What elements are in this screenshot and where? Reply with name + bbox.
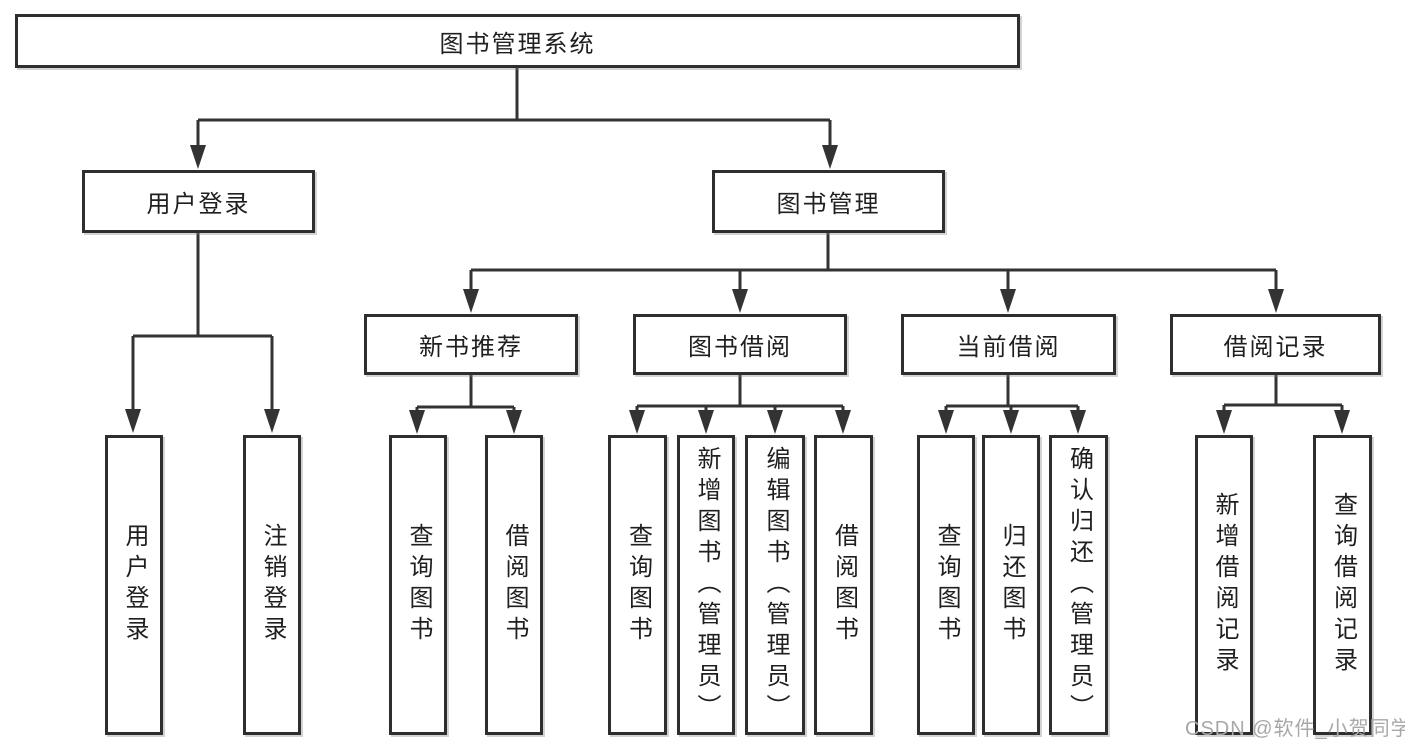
node-user-login-label: 用户登录 — [146, 191, 251, 218]
leaf-borrow-books-label: 借阅图书 — [830, 523, 858, 647]
node-borrowing-records-label: 借阅记录 — [1223, 334, 1328, 361]
leaf-query-books-borrowing: 查询图书 — [608, 435, 667, 735]
node-book-borrowing: 图书借阅 — [633, 314, 847, 375]
node-book-management-label: 图书管理 — [776, 191, 881, 218]
leaf-query-books-current: 查询图书 — [917, 435, 975, 735]
leaf-add-borrow-record: 新增借阅记录 — [1195, 435, 1253, 735]
leaf-query-books-current-label: 查询图书 — [933, 523, 960, 647]
node-new-book-recommend-label: 新书推荐 — [419, 334, 523, 361]
node-current-borrowing-label: 当前借阅 — [956, 334, 1061, 361]
leaf-return-books-label: 归还图书 — [998, 523, 1025, 647]
leaf-edit-book-admin: 编辑图书（管理员） — [745, 435, 805, 735]
node-user-login: 用户登录 — [82, 170, 315, 233]
leaf-logout: 注销登录 — [243, 435, 301, 735]
node-borrowing-records: 借阅记录 — [1170, 314, 1381, 375]
leaf-logout-label: 注销登录 — [259, 523, 286, 647]
leaf-confirm-return-admin-label: 确认归还（管理员） — [1065, 445, 1093, 725]
leaf-query-books-borrowing-label: 查询图书 — [624, 523, 652, 647]
leaf-query-books-recommend: 查询图书 — [389, 435, 447, 735]
leaf-return-books: 归还图书 — [982, 435, 1040, 735]
node-library-system-label: 图书管理系统 — [439, 30, 596, 58]
node-library-system: 图书管理系统 — [15, 14, 1020, 68]
leaf-edit-book-admin-label: 编辑图书（管理员） — [762, 445, 789, 725]
node-new-book-recommend: 新书推荐 — [364, 314, 578, 375]
leaf-user-login: 用户登录 — [105, 435, 163, 735]
leaf-borrow-books: 借阅图书 — [814, 435, 873, 735]
leaf-borrow-books-recommend-label: 借阅图书 — [501, 523, 528, 647]
node-current-borrowing: 当前借阅 — [901, 314, 1116, 375]
node-book-borrowing-label: 图书借阅 — [688, 334, 792, 361]
arrowheads — [125, 145, 1350, 434]
leaf-query-borrow-record-label: 查询借阅记录 — [1329, 492, 1357, 678]
leaf-query-books-recommend-label: 查询图书 — [405, 523, 432, 647]
leaf-add-book-admin: 新增图书（管理员） — [677, 435, 735, 735]
connector-segments — [131, 68, 1344, 410]
node-book-management: 图书管理 — [712, 170, 945, 233]
leaf-add-borrow-record-label: 新增借阅记录 — [1211, 492, 1238, 678]
leaf-query-borrow-record: 查询借阅记录 — [1313, 435, 1372, 735]
leaf-user-login-label: 用户登录 — [121, 523, 148, 647]
leaf-borrow-books-recommend: 借阅图书 — [485, 435, 543, 735]
leaf-confirm-return-admin: 确认归还（管理员） — [1049, 435, 1108, 735]
leaf-add-book-admin-label: 新增图书（管理员） — [693, 445, 720, 725]
csdn-watermark: CSDN @软件_小贺同学 — [1185, 718, 1405, 740]
